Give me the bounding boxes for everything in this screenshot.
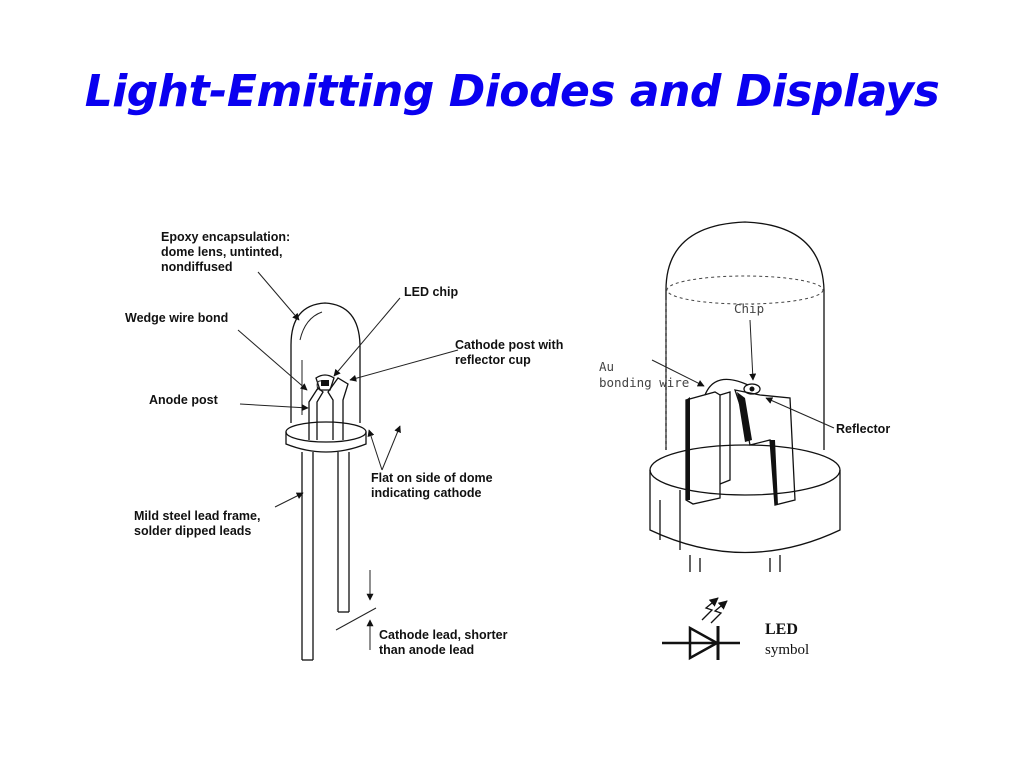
led-chip <box>315 374 335 391</box>
lead-frame-label: Mild steel lead frame, solder dipped lea… <box>134 509 264 538</box>
chip-3d <box>743 383 761 395</box>
emission-arrow-1 <box>701 597 719 621</box>
epoxy-label: Epoxy encapsulation: dome lens, untinted… <box>161 230 294 274</box>
chip-label: Chip <box>734 301 764 316</box>
led-symbol-label-1: LED <box>765 621 798 638</box>
bonding-wire <box>704 378 749 396</box>
anode-post <box>308 387 324 440</box>
emission-arrow-2 <box>710 600 728 624</box>
reflector-label: Reflector <box>836 422 890 436</box>
anode-post-label: Anode post <box>149 393 219 407</box>
led-cutaway: Chip Au bonding wire Reflector <box>599 221 890 572</box>
led-chip-label: LED chip <box>404 285 459 299</box>
dome-flange <box>285 421 367 443</box>
wedge-wire-bond-label: Wedge wire bond <box>125 311 228 325</box>
led-symbol: LED symbol <box>662 597 809 661</box>
led-symbol-label-2: symbol <box>765 642 809 658</box>
wedge-wire-bond <box>316 380 323 391</box>
cathode-post <box>327 377 349 440</box>
epoxy-dome <box>290 302 361 423</box>
cathode-post-label: Cathode post with reflector cup <box>455 338 567 367</box>
diode-triangle <box>688 625 720 661</box>
slide-title: Light-Emitting Diodes and Displays <box>84 66 940 117</box>
au-bonding-wire-label: Au bonding wire <box>599 359 689 390</box>
cutaway-dome <box>665 221 825 450</box>
cathode-lead-label: Cathode lead, shorter than anode lead <box>379 628 511 657</box>
cutaway-base <box>649 470 841 554</box>
flat-side-label: Flat on side of dome indicating cathode <box>371 471 496 500</box>
led-cross-section: Epoxy encapsulation: dome lens, untinted… <box>125 230 567 661</box>
